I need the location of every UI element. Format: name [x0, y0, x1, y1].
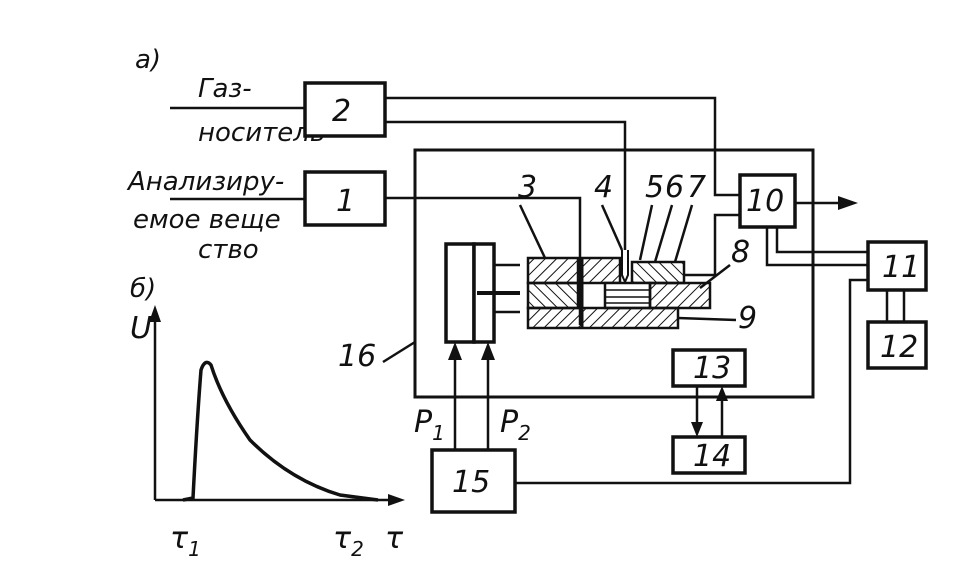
line-10-to-11-b: [765, 227, 868, 267]
callout-16: 16: [338, 339, 376, 374]
leader-9: [677, 316, 737, 322]
analyte-label-line1: Анализиру-: [126, 167, 284, 197]
callout-5: 5: [645, 170, 664, 205]
leader-3: [518, 204, 547, 259]
y-axis-arrow-icon: [149, 305, 161, 322]
block-2-label: 2: [332, 94, 351, 129]
x-axis-arrow-icon: [388, 494, 405, 506]
tau1-label: τ1: [170, 521, 201, 561]
output-arrow-icon: [838, 196, 858, 210]
block-13: [671, 348, 747, 388]
callout-8: 8: [731, 235, 750, 270]
arrow-p1-icon: [448, 342, 462, 360]
line-2-to-10: [385, 96, 740, 197]
leader-5: [638, 204, 654, 261]
tau2-label: τ2: [333, 521, 364, 561]
block-11: [866, 240, 928, 292]
block-12: [866, 320, 928, 370]
block-15-label: 15: [452, 465, 490, 500]
arrow-down-icon: [691, 422, 703, 437]
block-14-label: 14: [693, 439, 731, 474]
thermostat-housing-16: [413, 148, 815, 399]
gas-carrier-label-line1: Газ-: [198, 74, 252, 104]
leader-16: [382, 340, 416, 364]
block-11-label: 11: [882, 250, 920, 285]
analyte-label-line2: емое веще: [133, 205, 281, 235]
block-1-label: 1: [336, 184, 355, 219]
line-cell-to-10: [685, 213, 740, 277]
panel-a-label: а): [135, 45, 161, 75]
line-2-to-needle: [385, 120, 627, 250]
line-10-to-11-a: [775, 227, 868, 254]
leader-4: [600, 204, 624, 251]
analyte-label-line3: ство: [198, 235, 259, 265]
arrow-up-icon: [716, 386, 728, 401]
callout-3: 3: [518, 170, 537, 205]
block-13-label: 13: [693, 351, 731, 386]
line-15-to-11: [515, 278, 868, 485]
line-1-to-cell: [385, 196, 582, 325]
tau-axis-label: τ: [385, 521, 404, 556]
pressure-p1-label: P1: [414, 405, 445, 445]
y-axis-label: U: [130, 311, 152, 346]
block-2: [303, 81, 387, 138]
callout-6: 6: [665, 170, 684, 205]
callout-7: 7: [687, 170, 706, 205]
panel-b-label: б): [130, 274, 156, 304]
block-12-label: 12: [880, 330, 918, 365]
callout-4: 4: [594, 170, 613, 205]
arrow-p2-icon: [481, 342, 495, 360]
block-14: [671, 435, 747, 475]
block-15: [430, 448, 517, 514]
pressure-p2-label: P2: [500, 405, 531, 445]
detector-cell: [526, 250, 712, 330]
leader-7: [673, 204, 694, 263]
leader-6: [653, 204, 674, 263]
block-10-label: 10: [746, 184, 784, 219]
signal-curve: [182, 360, 379, 502]
callout-9: 9: [738, 301, 757, 336]
piston-left: [444, 242, 476, 344]
leader-8: [699, 264, 731, 289]
